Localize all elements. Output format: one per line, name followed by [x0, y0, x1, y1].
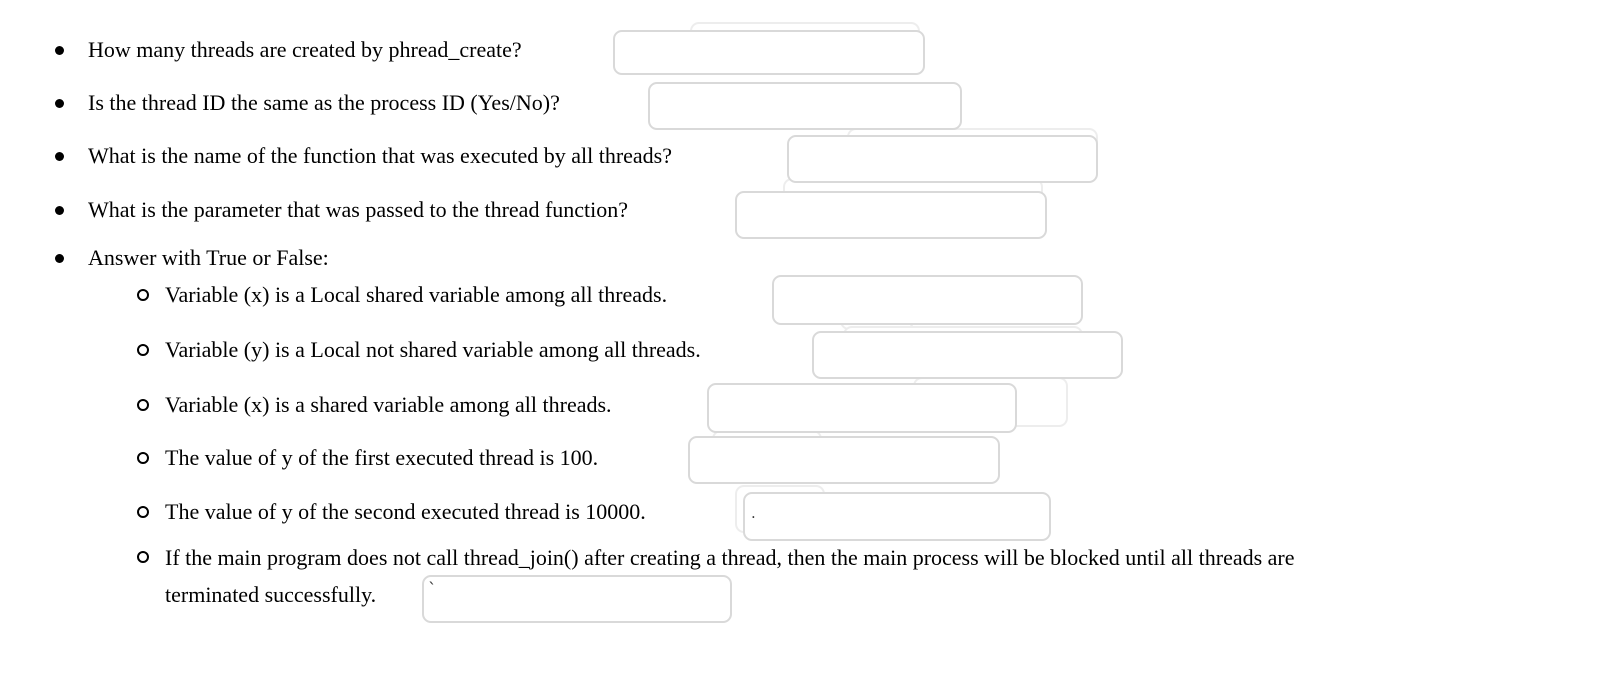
tf-text-x-local-shared: Variable (x) is a Local shared variable … [165, 282, 668, 307]
tf-text-thread-join: If the main program does not call thread… [165, 545, 1295, 607]
answer-input-thread-id[interactable] [648, 82, 962, 130]
tf-text-y-local-not-shared: Variable (y) is a Local not shared varia… [165, 337, 701, 362]
sub-bullet-circle [137, 344, 149, 356]
question-text-thread-count: How many threads are created by phread_c… [88, 37, 522, 62]
answer-input-function-name[interactable] [787, 135, 1098, 183]
sub-bullet-circle [137, 452, 149, 464]
tf-text-second-thread-10000: The value of y of the second executed th… [165, 499, 646, 524]
question-text-thread-id: Is the thread ID the same as the process… [88, 90, 560, 115]
tf-text-first-thread-100: The value of y of the first executed thr… [165, 445, 599, 470]
bullet-dot [55, 206, 64, 215]
answer-input-parameter[interactable] [735, 191, 1047, 239]
bullet-dot [55, 152, 64, 161]
stray-mark: . [751, 504, 756, 522]
sub-bullet-circle [137, 399, 149, 411]
answer-input-tf-thread-join[interactable] [422, 575, 732, 623]
bullet-dot [55, 99, 64, 108]
section-heading-true-false: Answer with True or False: [88, 245, 329, 270]
sub-bullet-circle [137, 289, 149, 301]
question-text-function-name: What is the name of the function that wa… [88, 143, 673, 168]
answer-input-tf-second-thread-10000[interactable] [743, 492, 1051, 541]
answer-input-tf-y-local-not-shared[interactable] [812, 331, 1123, 379]
answer-input-tf-x-local-shared[interactable] [772, 275, 1083, 325]
answer-input-thread-count[interactable] [613, 30, 925, 75]
bullet-dot [55, 254, 64, 263]
sub-bullet-circle [137, 506, 149, 518]
stray-mark: ` [428, 580, 437, 600]
answer-input-tf-x-shared[interactable] [707, 383, 1017, 433]
tf-text-x-shared: Variable (x) is a shared variable among … [165, 392, 612, 417]
answer-input-tf-first-thread-100[interactable] [688, 436, 1000, 484]
question-text-parameter: What is the parameter that was passed to… [88, 197, 629, 222]
bullet-dot [55, 46, 64, 55]
sub-bullet-circle [137, 551, 149, 563]
